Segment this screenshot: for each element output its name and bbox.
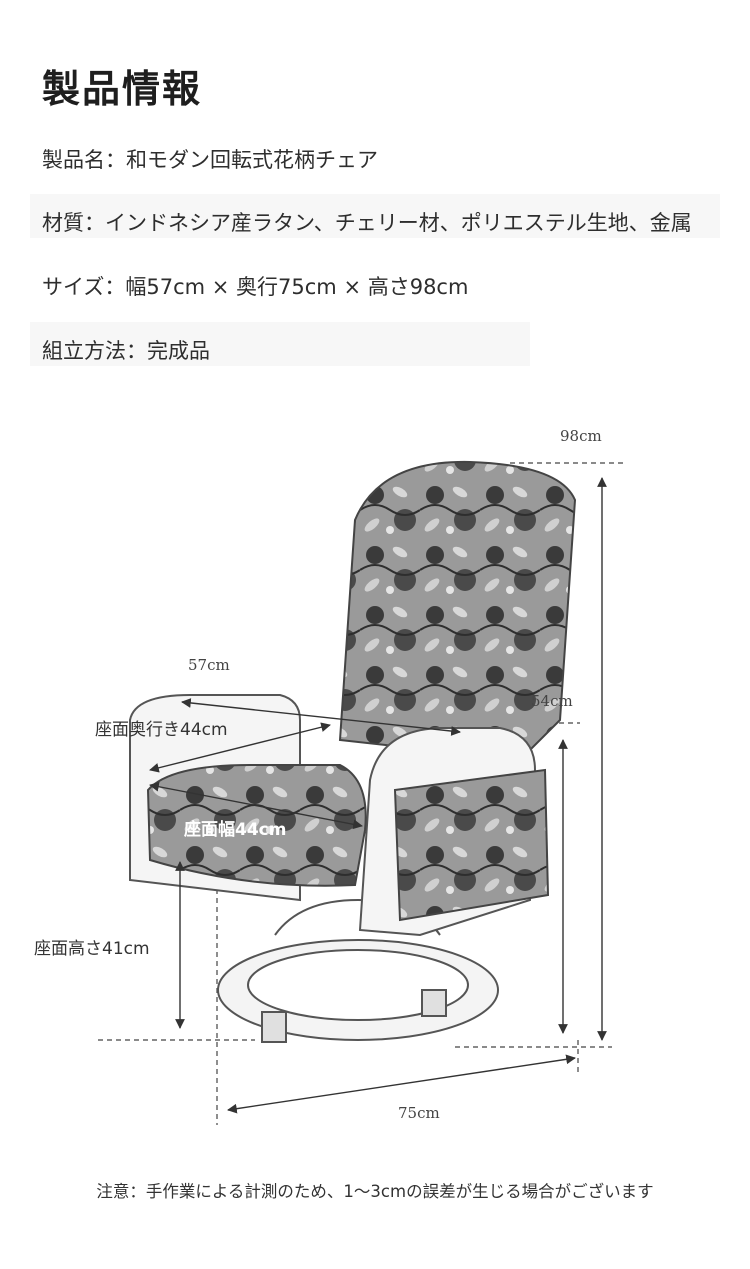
spec-assembly: 組立方法：完成品 xyxy=(42,339,210,363)
spec-size: サイズ：幅57cm × 奥行75cm × 高さ98cm xyxy=(42,275,469,299)
spec-band xyxy=(30,322,530,366)
spec-material: 材質：インドネシア産ラタン、チェリー材、ポリエステル生地、金属 xyxy=(42,211,692,235)
width-total-label: 57cm xyxy=(188,656,230,674)
measurement-note: 注意：手作業による計測のため、1〜3cmの誤差が生じる場合がございます xyxy=(96,1182,654,1201)
depth-total-label: 75cm xyxy=(398,1104,440,1122)
chair-base xyxy=(217,898,499,1043)
chair-backrest xyxy=(338,460,577,762)
chair-dimension-diagram: 98cm 57cm 54cm 座面奥行き44cm 座面幅44cm 座面高さ41c… xyxy=(34,427,625,1125)
spec-band xyxy=(30,194,720,238)
spec-product-name: 製品名：和モダン回転式花柄チェア xyxy=(42,148,378,172)
height-total-label: 98cm xyxy=(560,427,602,445)
seat-width-label: 座面幅44cm xyxy=(184,819,286,840)
seat-height-label: 座面高さ41cm xyxy=(34,939,150,959)
arm-height-label: 54cm xyxy=(531,692,573,710)
chair-front-panel xyxy=(393,768,550,922)
seat-depth-label: 座面奥行き44cm xyxy=(95,720,228,740)
page-title: 製品情報 xyxy=(42,67,203,111)
dimension-arrows xyxy=(149,477,607,1114)
